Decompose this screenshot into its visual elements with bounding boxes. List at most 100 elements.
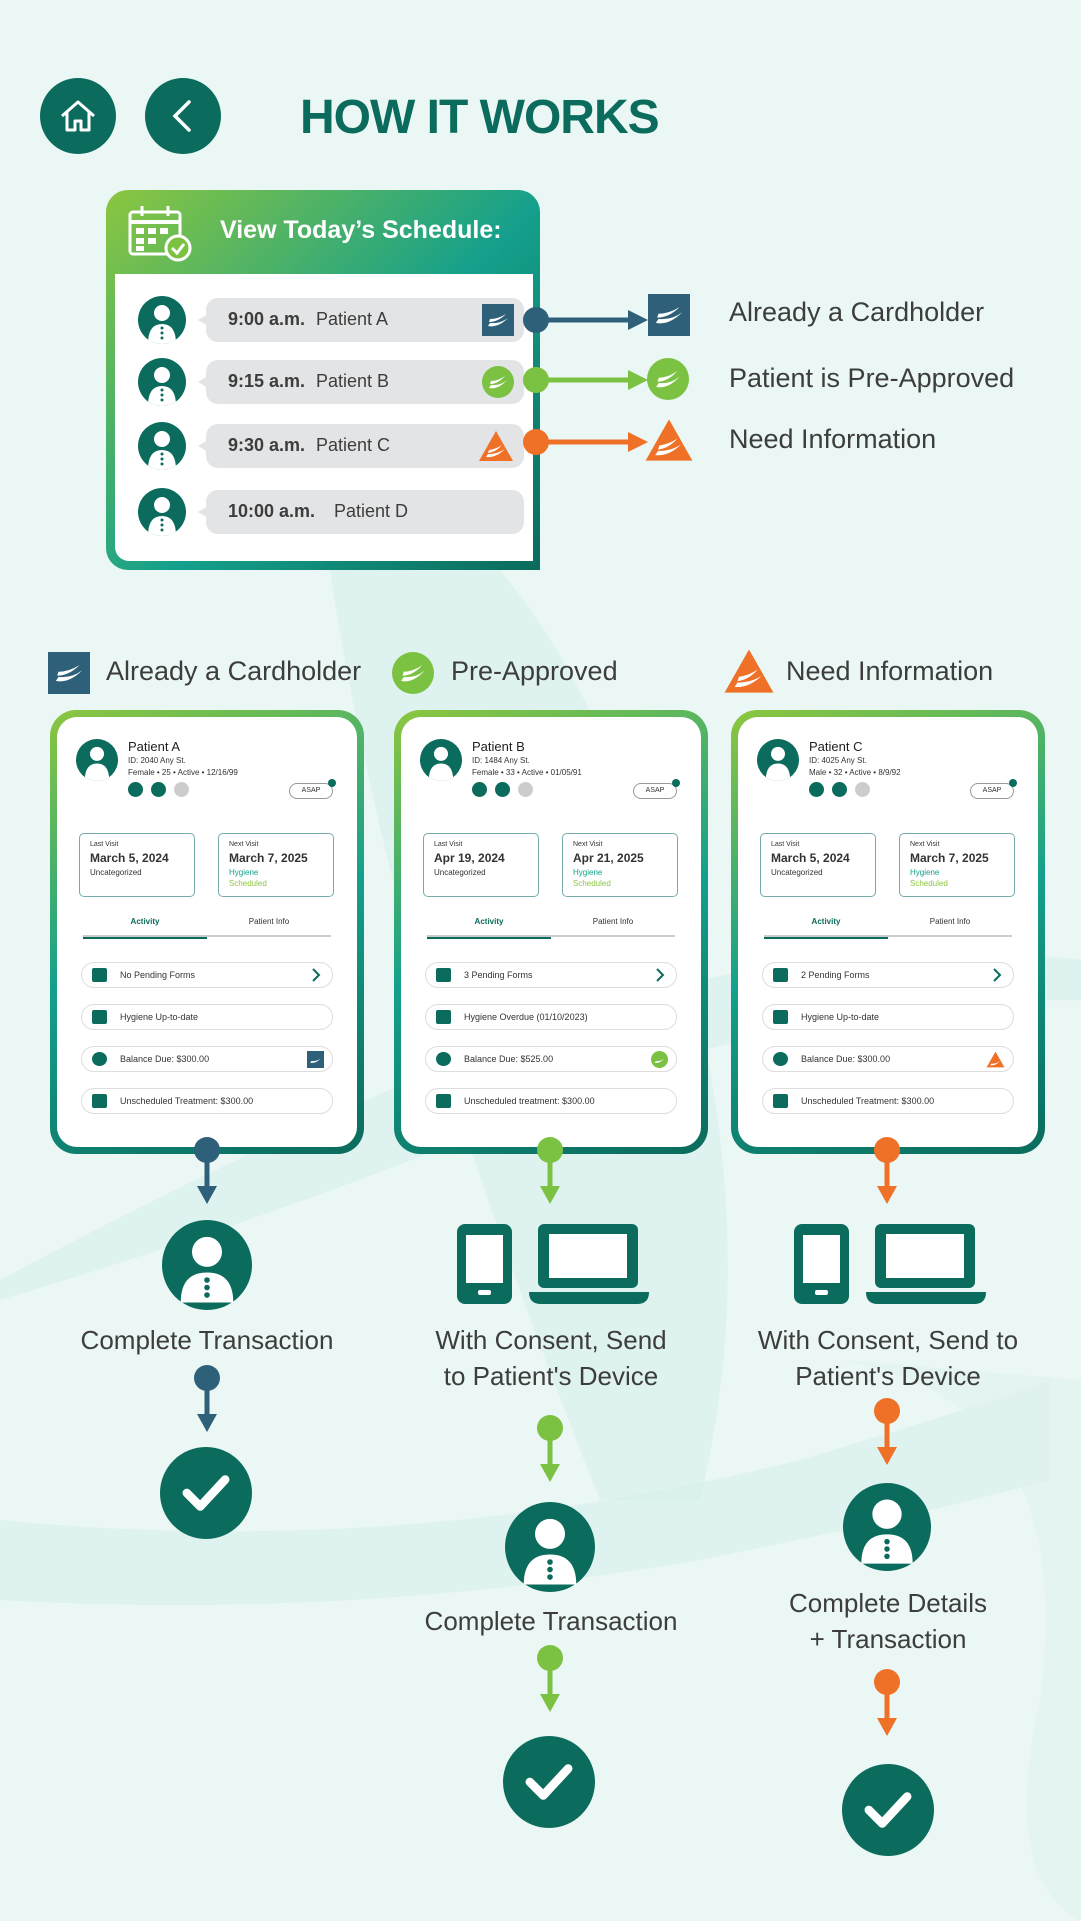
home-icon <box>61 100 95 132</box>
pre-approved-icon <box>482 366 514 398</box>
dollar-icon <box>92 1052 107 1066</box>
avatar <box>757 739 799 781</box>
patient-info: Female • 33 • Active • 01/05/91 <box>472 768 582 777</box>
treatment-row[interactable]: Unscheduled treatment: $300.00 <box>425 1088 677 1114</box>
email-icon[interactable] <box>855 782 870 797</box>
chevron-right-icon <box>656 968 665 982</box>
message-icon[interactable] <box>495 782 510 797</box>
appointment-time: 9:30 a.m. <box>228 435 306 455</box>
phone-icon[interactable] <box>128 782 143 797</box>
patient-icon <box>843 1483 931 1571</box>
patient-avatar <box>138 296 186 344</box>
message-icon[interactable] <box>832 782 847 797</box>
tab-patient-info[interactable]: Patient Info <box>929 917 971 926</box>
treatment-row[interactable]: Unscheduled Treatment: $300.00 <box>81 1088 333 1114</box>
patient-id: ID: 1484 Any St. <box>472 756 530 765</box>
forms-row[interactable]: No Pending Forms <box>81 962 333 988</box>
tab-activity[interactable]: Activity <box>83 917 207 939</box>
cardholder-icon <box>648 294 690 336</box>
tab-activity[interactable]: Activity <box>764 917 888 939</box>
devices-icon <box>794 1224 986 1304</box>
home-button[interactable] <box>40 78 116 154</box>
last-visit: Last Visit Apr 19, 2024 Uncategorized <box>423 833 539 897</box>
asap-badge[interactable]: ASAP <box>633 779 680 799</box>
calendar-icon <box>92 1010 107 1024</box>
tab-patient-info[interactable]: Patient Info <box>592 917 634 926</box>
patient-avatar <box>138 358 186 406</box>
need-info-icon <box>724 649 774 693</box>
avatar <box>420 739 462 781</box>
hygiene-row[interactable]: Hygiene Up-to-date <box>762 1004 1014 1030</box>
avatar <box>76 739 118 781</box>
next-visit: Next Visit Apr 21, 2025 Hygiene Schedule… <box>562 833 678 897</box>
calendar-icon <box>773 1010 788 1024</box>
phone-icon[interactable] <box>809 782 824 797</box>
asap-badge[interactable]: ASAP <box>289 779 336 799</box>
patient-name: Patient C <box>316 435 391 455</box>
patient-name: Patient A <box>128 739 181 754</box>
patient-card-a[interactable]: Patient A ID: 2040 Any St. Female • 25 •… <box>50 710 364 1154</box>
balance-row[interactable]: Balance Due: $300.00 <box>762 1046 1014 1072</box>
medical-bag-icon <box>92 1094 107 1108</box>
step-complete-transaction-b: Complete Transaction <box>424 1606 678 1636</box>
patient-id: ID: 2040 Any St. <box>128 756 186 765</box>
last-visit: Last Visit March 5, 2024 Uncategorized <box>760 833 876 897</box>
legend-cardholder: Already a Cardholder <box>729 297 985 327</box>
email-icon[interactable] <box>174 782 189 797</box>
patient-card-b[interactable]: Patient B ID: 1484 Any St. Female • 33 •… <box>394 710 708 1154</box>
tab-activity[interactable]: Activity <box>427 917 551 939</box>
next-visit: Next Visit March 7, 2025 Hygiene Schedul… <box>218 833 334 897</box>
balance-row[interactable]: Balance Due: $300.00 <box>81 1046 333 1072</box>
cardholder-icon <box>48 652 90 694</box>
medical-bag-icon <box>773 1094 788 1108</box>
need-info-icon <box>986 1051 1005 1068</box>
message-icon[interactable] <box>151 782 166 797</box>
flow-arrows <box>194 1137 900 1736</box>
hygiene-row[interactable]: Hygiene Overdue (01/10/2023) <box>425 1004 677 1030</box>
cardholder-icon <box>307 1051 324 1068</box>
page-title: HOW IT WORKS <box>300 91 660 144</box>
legend-connectors <box>523 307 648 455</box>
next-visit: Next Visit March 7, 2025 Hygiene Schedul… <box>899 833 1015 897</box>
dollar-icon <box>773 1052 788 1066</box>
check-icon <box>842 1764 934 1856</box>
pre-approved-icon <box>392 652 434 694</box>
section-pre-approved-title: Pre-Approved <box>451 656 618 686</box>
step-complete-transaction: Complete Transaction <box>80 1325 334 1355</box>
back-button[interactable] <box>145 78 221 154</box>
schedule-title: View Today’s Schedule: <box>220 216 502 244</box>
patient-icon <box>505 1502 595 1592</box>
need-info-icon <box>479 431 513 461</box>
section-need-info-title: Need Information <box>786 656 994 686</box>
chevron-right-icon <box>312 968 321 982</box>
forms-row[interactable]: 2 Pending Forms <box>762 962 1014 988</box>
patient-icon <box>162 1220 252 1310</box>
patient-avatar <box>138 488 186 536</box>
patient-info: Female • 25 • Active • 12/16/99 <box>128 768 238 777</box>
forms-row[interactable]: 3 Pending Forms <box>425 962 677 988</box>
appointment-time: 9:00 a.m. <box>228 309 306 329</box>
cardholder-icon <box>482 304 514 336</box>
last-visit: Last Visit March 5, 2024 Uncategorized <box>79 833 195 897</box>
patient-info: Male • 32 • Active • 8/9/92 <box>809 768 901 777</box>
hygiene-row[interactable]: Hygiene Up-to-date <box>81 1004 333 1030</box>
patient-avatar <box>138 422 186 470</box>
appointment-time: 9:15 a.m. <box>228 371 306 391</box>
treatment-row[interactable]: Unscheduled Treatment: $300.00 <box>762 1088 1014 1114</box>
calendar-check-icon <box>128 206 192 262</box>
patient-card-c[interactable]: Patient C ID: 4025 Any St. Male • 32 • A… <box>731 710 1045 1154</box>
chevron-right-icon <box>993 968 1002 982</box>
tab-patient-info[interactable]: Patient Info <box>248 917 290 926</box>
patient-name: Patient B <box>472 739 525 754</box>
phone-icon[interactable] <box>472 782 487 797</box>
calendar-icon <box>436 1010 451 1024</box>
balance-row[interactable]: Balance Due: $525.00 <box>425 1046 677 1072</box>
devices-icon <box>457 1224 649 1304</box>
asap-badge[interactable]: ASAP <box>970 779 1017 799</box>
forms-icon <box>436 968 451 982</box>
appointment-time: 10:00 a.m. <box>228 501 316 521</box>
check-icon <box>503 1736 595 1828</box>
patient-name: Patient B <box>316 371 390 391</box>
email-icon[interactable] <box>518 782 533 797</box>
chevron-left-icon <box>172 100 191 132</box>
